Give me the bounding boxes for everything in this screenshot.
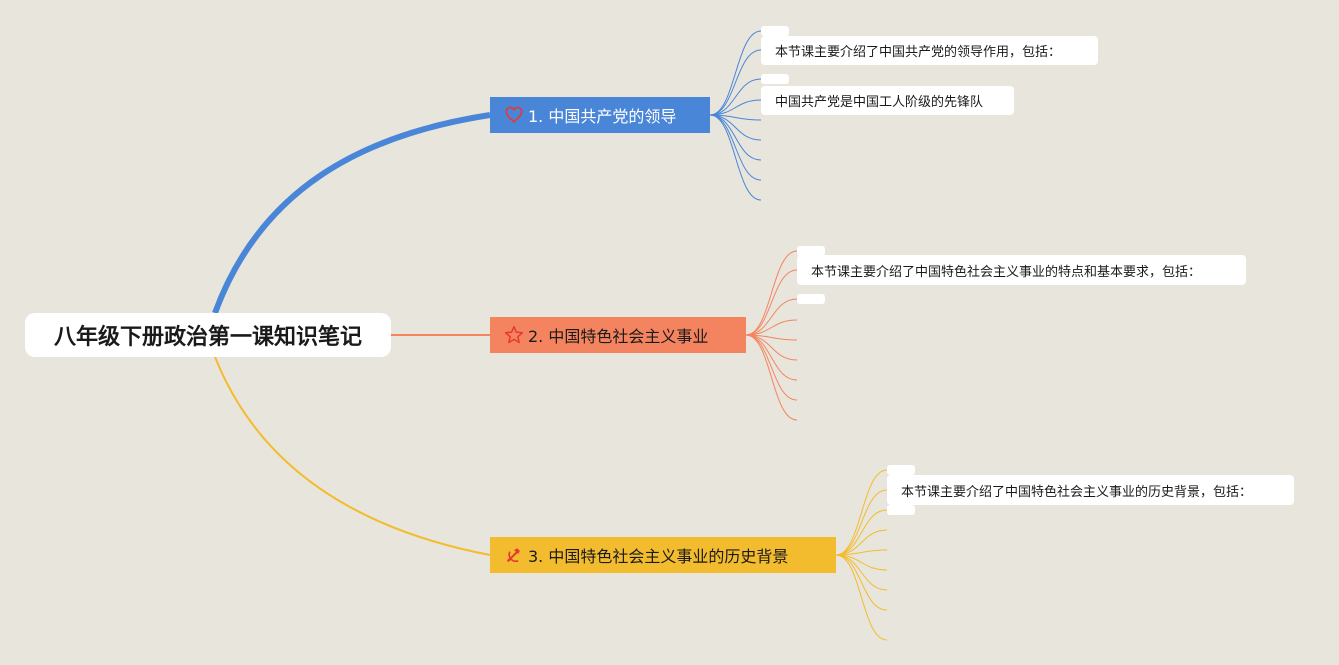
leaf-empty[interactable] bbox=[761, 74, 789, 84]
leaf-connector bbox=[709, 78, 762, 116]
leaf-empty[interactable] bbox=[887, 465, 915, 475]
leaf-connector bbox=[835, 509, 888, 556]
leaf-connector bbox=[745, 334, 798, 381]
leaf-empty[interactable] bbox=[797, 294, 825, 304]
heart-icon bbox=[504, 105, 524, 125]
leaf-empty[interactable] bbox=[761, 26, 789, 36]
leaf-connector bbox=[745, 298, 798, 336]
leaf-connector bbox=[835, 554, 888, 641]
leaf-connector bbox=[709, 114, 762, 141]
leaf-label: 中国共产党是中国工人阶级的先锋队 bbox=[775, 95, 984, 110]
leaf-topic[interactable]: 本节课主要介绍了中国特色社会主义事业的历史背景，包括： bbox=[887, 475, 1294, 505]
leaf-connector bbox=[745, 334, 798, 401]
leaf-connector bbox=[709, 114, 762, 161]
leaf-label: 本节课主要介绍了中国特色社会主义事业的特点和基本要求，包括： bbox=[811, 264, 1202, 280]
leaf-fan-branch-3 bbox=[835, 469, 888, 641]
branch-topic-historical-background[interactable]: 3. 中国特色社会主义事业的历史背景 bbox=[490, 537, 836, 573]
leaf-topic[interactable]: 本节课主要介绍了中国共产党的领导作用，包括： bbox=[761, 36, 1098, 65]
leaf-empty[interactable] bbox=[887, 505, 915, 515]
leaf-connector bbox=[745, 250, 798, 336]
leaf-connector bbox=[709, 99, 762, 116]
leaf-connector bbox=[709, 114, 762, 201]
root-topic[interactable]: 八年级下册政治第一课知识笔记 bbox=[25, 313, 391, 357]
star-icon bbox=[504, 325, 524, 345]
leaf-connector bbox=[835, 529, 888, 556]
connector-branch-1 bbox=[212, 112, 491, 315]
branch-topic-leadership[interactable]: 1. 中国共产党的领导 bbox=[490, 97, 710, 133]
leaf-fan-branch-1 bbox=[709, 30, 762, 201]
leaf-connector bbox=[835, 469, 888, 556]
branch-topic-socialism-cause[interactable]: 2. 中国特色社会主义事业 bbox=[490, 317, 746, 353]
leaf-label: 本节课主要介绍了中国特色社会主义事业的历史背景，包括： bbox=[901, 484, 1253, 500]
leaf-fan-branch-2 bbox=[745, 250, 798, 421]
branch-label: 3. 中国特色社会主义事业的历史背景 bbox=[528, 547, 789, 566]
branch-label: 1. 中国共产党的领导 bbox=[528, 107, 677, 126]
leaf-connector bbox=[709, 49, 762, 116]
leaf-label: 本节课主要介绍了中国共产党的领导作用，包括： bbox=[775, 45, 1062, 60]
leaf-connector bbox=[709, 30, 762, 116]
branch-label: 2. 中国特色社会主义事业 bbox=[528, 327, 709, 346]
leaf-connector bbox=[835, 554, 888, 611]
leaf-topic[interactable]: 中国共产党是中国工人阶级的先锋队 bbox=[761, 86, 1014, 115]
connector-branch-3 bbox=[214, 356, 491, 556]
leaf-empty[interactable] bbox=[797, 246, 825, 256]
leaf-connector bbox=[709, 114, 762, 181]
hammer-sickle-icon bbox=[504, 545, 524, 565]
leaf-connector bbox=[745, 334, 798, 361]
leaf-connector bbox=[745, 269, 798, 336]
leaf-connector bbox=[835, 489, 888, 556]
leaf-connector bbox=[745, 334, 798, 421]
leaf-connector bbox=[835, 554, 888, 591]
leaf-topic[interactable]: 本节课主要介绍了中国特色社会主义事业的特点和基本要求，包括： bbox=[797, 255, 1246, 285]
leaf-connector bbox=[745, 319, 798, 336]
